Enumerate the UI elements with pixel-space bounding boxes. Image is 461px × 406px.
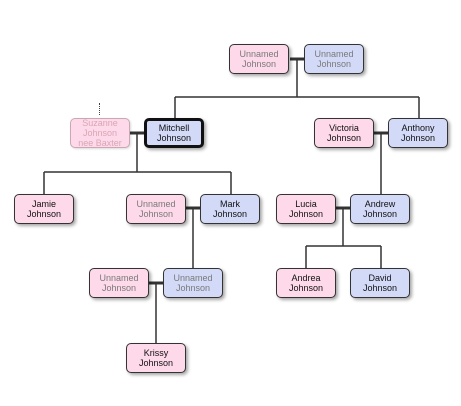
first-name: Unnamed <box>99 273 139 283</box>
first-name: Krissy <box>143 348 169 358</box>
person-mark-johnson[interactable]: Mark Johnson <box>200 194 260 224</box>
maiden-name: nee Baxter <box>78 138 122 148</box>
person-andrea-johnson[interactable]: Andrea Johnson <box>276 268 336 298</box>
last-name: Johnson <box>101 283 137 293</box>
last-name: Johnson <box>362 209 398 219</box>
last-name: Johnson <box>138 358 174 368</box>
person-unnamed-johnson-mark-spouse[interactable]: Unnamed Johnson <box>126 194 186 224</box>
first-name: Andrew <box>364 199 396 209</box>
last-name: Johnson <box>241 59 277 69</box>
person-suzanne-johnson[interactable]: Suzanne Johnson nee Baxter <box>70 118 130 148</box>
last-name: Johnson <box>26 209 62 219</box>
first-name: David <box>368 273 392 283</box>
last-name: Johnson <box>212 209 248 219</box>
last-name: Johnson <box>400 133 436 143</box>
relationship-marker <box>99 103 101 115</box>
person-david-johnson[interactable]: David Johnson <box>350 268 410 298</box>
first-name: Unnamed <box>136 199 176 209</box>
first-name: Victoria <box>329 123 359 133</box>
person-victoria-johnson[interactable]: Victoria Johnson <box>314 118 374 148</box>
first-name: Mitchell <box>158 123 190 133</box>
last-name: Johnson <box>362 283 398 293</box>
first-name: Anthony <box>401 123 435 133</box>
person-unnamed-johnson-bottom-female[interactable]: Unnamed Johnson <box>89 268 149 298</box>
first-name: Unnamed <box>173 273 213 283</box>
first-name: Suzanne <box>82 118 118 128</box>
person-jamie-johnson[interactable]: Jamie Johnson <box>14 194 74 224</box>
last-name: Johnson <box>156 133 192 143</box>
first-name: Andrea <box>291 273 321 283</box>
person-lucia-johnson[interactable]: Lucia Johnson <box>276 194 336 224</box>
person-unnamed-johnson-grandfather[interactable]: Unnamed Johnson <box>304 44 364 74</box>
person-andrew-johnson[interactable]: Andrew Johnson <box>350 194 410 224</box>
first-name: Jamie <box>31 199 56 209</box>
person-anthony-johnson[interactable]: Anthony Johnson <box>388 118 448 148</box>
person-krissy-johnson[interactable]: Krissy Johnson <box>126 343 186 373</box>
person-mitchell-johnson[interactable]: Mitchell Johnson <box>144 118 204 148</box>
last-name: Johnson <box>288 283 324 293</box>
last-name: Johnson <box>288 209 324 219</box>
last-name: Johnson <box>138 209 174 219</box>
last-name: Johnson <box>316 59 352 69</box>
last-name: Johnson <box>175 283 211 293</box>
first-name: Lucia <box>295 199 317 209</box>
first-name: Unnamed <box>314 49 354 59</box>
last-name: Johnson <box>326 133 362 143</box>
first-name: Mark <box>220 199 240 209</box>
last-name: Johnson <box>82 128 118 138</box>
person-unnamed-johnson-bottom-male[interactable]: Unnamed Johnson <box>163 268 223 298</box>
first-name: Unnamed <box>239 49 279 59</box>
person-unnamed-johnson-grandmother[interactable]: Unnamed Johnson <box>229 44 289 74</box>
